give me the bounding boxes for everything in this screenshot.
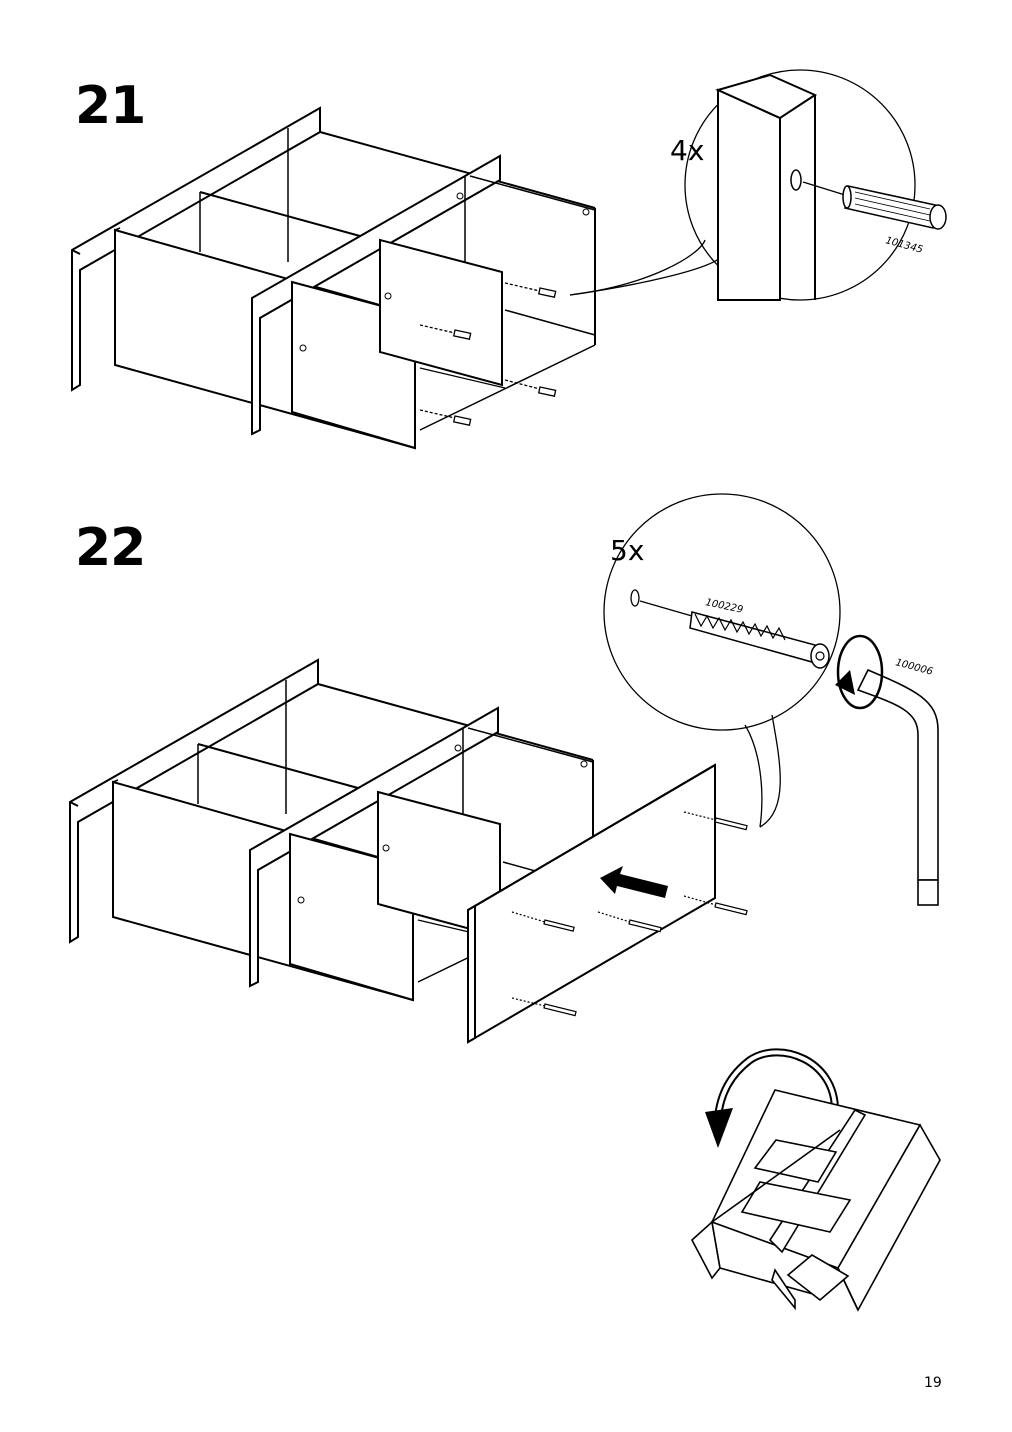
rotate-arrow-icon [705,1048,839,1148]
quantity-5x: 5x [610,534,644,567]
tool-id-100006: 100006 [894,657,934,678]
push-arrow-icon [600,866,668,898]
step-22-front-panel [467,763,716,1044]
wooden-dowel-icon [842,185,947,230]
step-number-22: 22 [75,518,146,578]
step-21-shelf-unit [71,107,596,449]
allen-key-icon: 100006 [835,634,939,906]
flipped-shelf-unit [691,1089,941,1312]
screw-marks [511,811,748,1017]
step-22-callout: 100229 5x [603,493,841,828]
rotate-clockwise-icon [835,634,884,710]
step-21-callout: 101345 4x [569,69,947,301]
screw-icon [689,611,830,669]
quantity-4x: 4x [670,134,704,167]
step-number-21: 21 [75,76,146,136]
page-number: 19 [924,1375,942,1391]
dowel-marks [419,282,557,426]
